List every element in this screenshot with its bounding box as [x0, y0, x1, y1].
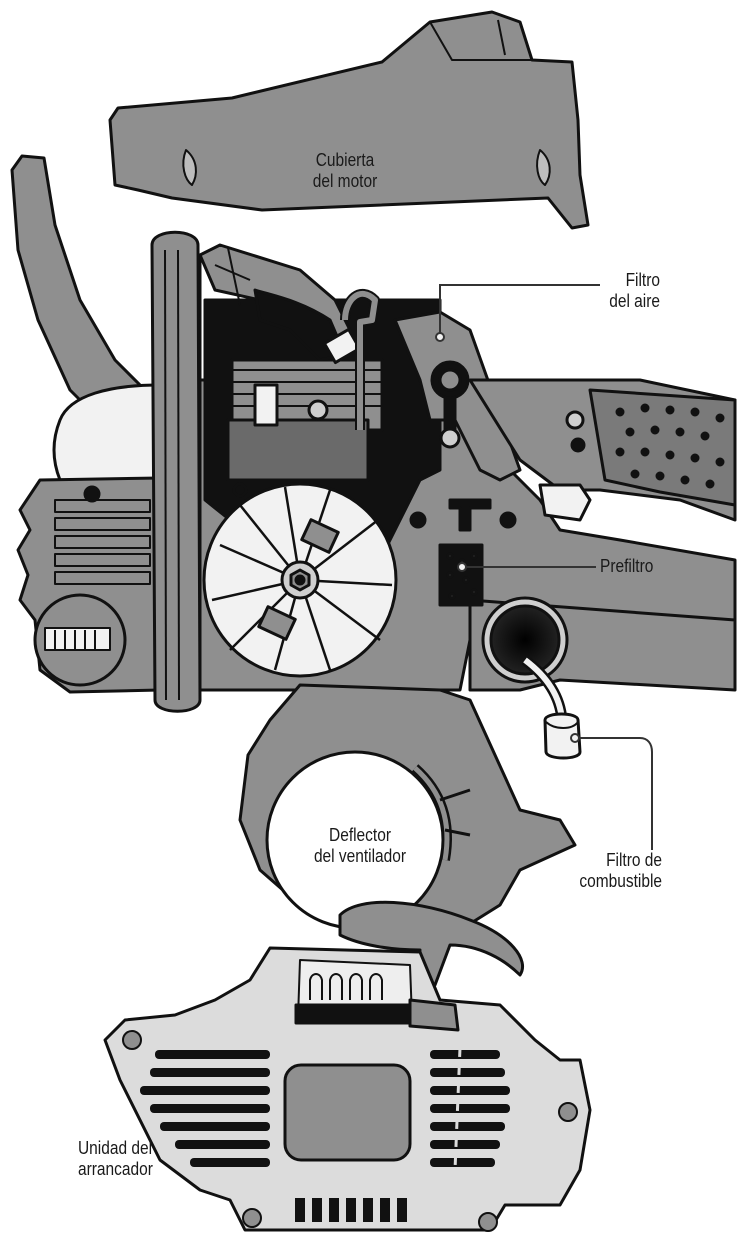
fan-deflector-label-line1: Deflector	[329, 825, 391, 845]
fan-deflector-label-line2: del ventilador	[313, 846, 407, 866]
fuel-filter-leader	[575, 737, 653, 850]
air-filter-label: Filtro del aire	[600, 270, 660, 312]
fan-deflector	[238, 683, 577, 987]
prefilter-label-line1: Prefiltro	[600, 556, 654, 576]
fan-deflector-label: Deflector del ventilador	[304, 825, 416, 867]
leader-lines	[435, 284, 653, 850]
engine-cover-label-line2: del motor	[312, 171, 378, 191]
fuel-filter-label-line2: combustible	[579, 871, 662, 891]
prefilter-label: Prefiltro	[600, 556, 686, 577]
fuel-filter-label: Filtro de combustible	[574, 850, 662, 892]
engine-cover-label-line1: Cubierta	[315, 150, 375, 170]
air-filter-label-line2: del aire	[609, 291, 660, 311]
starter-unit-label-line1: Unidad del	[78, 1138, 153, 1158]
chainsaw-body	[10, 154, 737, 713]
air-filter-label-line1: Filtro	[625, 270, 660, 290]
engine-cover	[108, 10, 590, 230]
fuel-filter-label-line1: Filtro de	[606, 850, 662, 870]
starter-unit-label: Unidad del arrancador	[78, 1138, 173, 1180]
starter-unit	[103, 946, 592, 1232]
starter-unit-label-line2: arrancador	[78, 1159, 153, 1179]
fuel-filter	[521, 655, 582, 760]
air-filter-leader	[439, 284, 600, 335]
engine-cover-label: Cubierta del motor	[298, 150, 393, 192]
